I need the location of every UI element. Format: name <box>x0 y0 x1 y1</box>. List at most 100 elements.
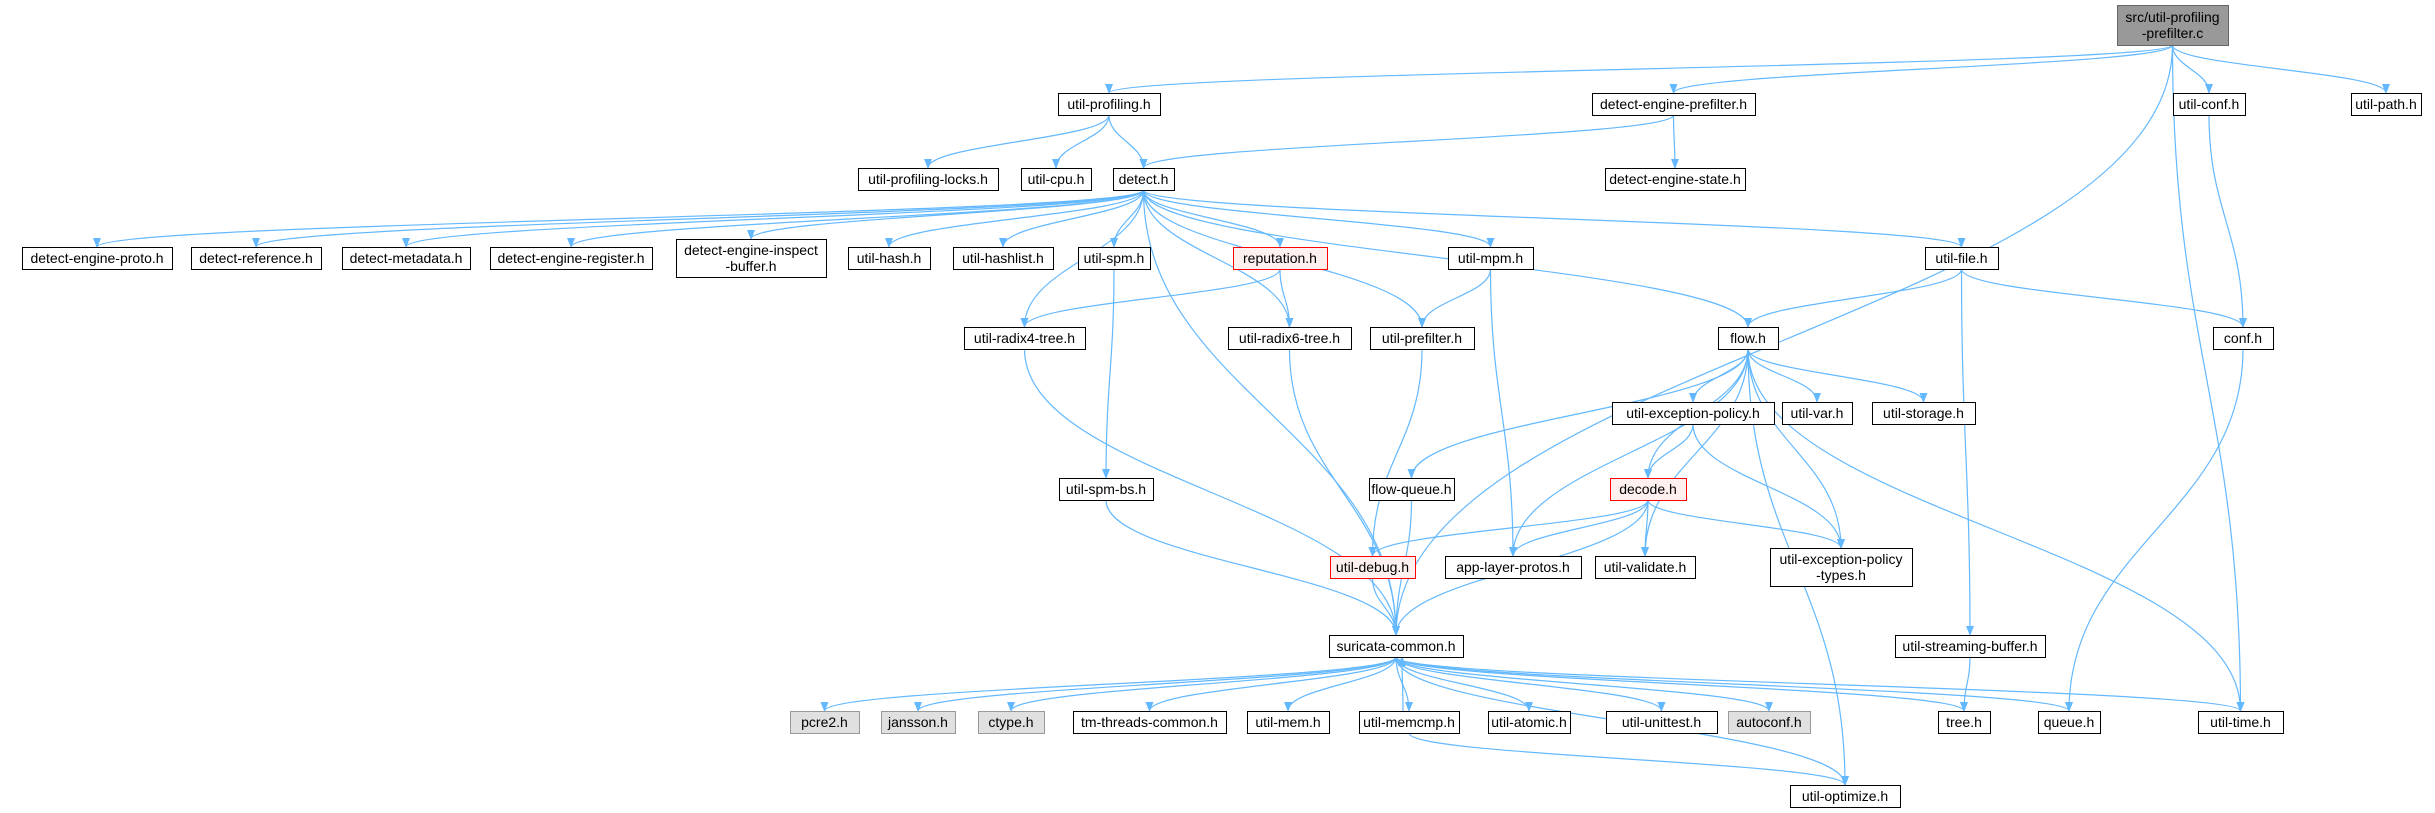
node-detect-engine-inspect-buffer[interactable]: detect-engine-inspect-buffer.h <box>676 239 827 278</box>
edge-suricata_common-to-util_time <box>1395 656 2245 712</box>
node-detect-engine-prefilter[interactable]: detect-engine-prefilter.h <box>1592 93 1756 116</box>
node-box <box>1078 247 1151 270</box>
edge-detect_engine_prefilter-to-detect <box>1139 114 1675 169</box>
node-util-validate[interactable]: util-validate.h <box>1595 556 1696 579</box>
node-label: util-mpm.h <box>1458 250 1523 266</box>
node-util-unittest[interactable]: util-unittest.h <box>1606 711 1718 734</box>
node-box <box>1059 478 1154 501</box>
node-util-streaming-buffer[interactable]: util-streaming-buffer.h <box>1895 635 2046 658</box>
node-util-radix6-tree[interactable]: util-radix6-tree.h <box>1228 327 1352 350</box>
node-detect-engine-proto[interactable]: detect-engine-proto.h <box>22 247 173 270</box>
node-util-time[interactable]: util-time.h <box>2198 711 2284 734</box>
node-util-storage[interactable]: util-storage.h <box>1872 402 1976 425</box>
node-util-memcmp[interactable]: util-memcmp.h <box>1359 711 1460 734</box>
edge-util_memcmp-to-suricata_common <box>1398 656 1407 712</box>
node-util-file[interactable]: util-file.h <box>1925 247 1999 270</box>
node-box <box>1770 548 1913 587</box>
node-util-optimize[interactable]: util-optimize.h <box>1790 785 1901 808</box>
node-jansson[interactable]: jansson.h <box>881 711 956 734</box>
node-util-var[interactable]: util-var.h <box>1782 402 1853 425</box>
node-util-cpu[interactable]: util-cpu.h <box>1021 168 1092 191</box>
edge-detect_engine_prefilter-to-detect_engine_state <box>1670 114 1679 169</box>
node-util-debug[interactable]: util-debug.h <box>1330 556 1416 579</box>
node-util-mem[interactable]: util-mem.h <box>1247 711 1330 734</box>
node-label: util-mem.h <box>1255 714 1320 730</box>
node-label: detect-engine-inspect <box>684 242 818 258</box>
node-detect-metadata[interactable]: detect-metadata.h <box>342 247 471 270</box>
node-reputation[interactable]: reputation.h <box>1233 247 1328 270</box>
node-box <box>2173 93 2246 116</box>
node-util-prefilter[interactable]: util-prefilter.h <box>1370 327 1475 350</box>
node-box <box>191 247 322 270</box>
node-tm-threads-common[interactable]: tm-threads-common.h <box>1073 711 1227 734</box>
node-box <box>1605 168 1746 191</box>
edge-util_mpm-to-util_prefilter <box>1418 268 1492 328</box>
edge-util_streaming_buffer-to-tree <box>1960 656 1971 712</box>
node-box <box>490 247 653 270</box>
node-box <box>1782 402 1853 425</box>
node-util-path[interactable]: util-path.h <box>2351 93 2422 116</box>
node-util-spm[interactable]: util-spm.h <box>1078 247 1151 270</box>
node-util-conf[interactable]: util-conf.h <box>2173 93 2246 116</box>
node-label: flow.h <box>1730 330 1766 346</box>
node-autoconf[interactable]: autoconf.h <box>1728 711 1811 734</box>
node-box <box>1488 711 1571 734</box>
node-pcre2[interactable]: pcre2.h <box>790 711 860 734</box>
node-suricata-common[interactable]: suricata-common.h <box>1329 635 1464 658</box>
node-util-exception-policy-types[interactable]: util-exception-policy-types.h <box>1770 548 1913 587</box>
node-ctype[interactable]: ctype.h <box>978 711 1045 734</box>
edge-flow-to-util_var <box>1747 348 1821 403</box>
node-box <box>1233 247 1328 270</box>
node-util-hash[interactable]: util-hash.h <box>848 247 931 270</box>
node-util-profiling-locks[interactable]: util-profiling-locks.h <box>858 168 999 191</box>
edge-decode-to-util_exception_policy_types <box>1647 499 1845 549</box>
node-label: util-radix4-tree.h <box>974 330 1075 346</box>
node-conf[interactable]: conf.h <box>2213 327 2274 350</box>
node-util-spm-bs[interactable]: util-spm-bs.h <box>1059 478 1154 501</box>
node-box <box>953 247 1054 270</box>
node-box <box>978 711 1045 734</box>
node-label: detect-engine-state.h <box>1609 171 1741 187</box>
node-queue[interactable]: queue.h <box>2038 711 2101 734</box>
node-detect-engine-register[interactable]: detect-engine-register.h <box>490 247 653 270</box>
node-box <box>22 247 173 270</box>
node-label: detect-engine-prefilter.h <box>1600 96 1747 112</box>
node-box <box>1718 327 1779 350</box>
edge-reputation-to-util_radix4_tree <box>1020 268 1281 328</box>
node-root[interactable]: src/util-profiling-prefilter.c <box>2117 5 2229 46</box>
node-label: src/util-profiling <box>2125 9 2219 25</box>
node-decode[interactable]: decode.h <box>1610 478 1687 501</box>
node-detect-engine-state[interactable]: detect-engine-state.h <box>1605 168 1746 191</box>
node-tree[interactable]: tree.h <box>1938 711 1991 734</box>
node-flow[interactable]: flow.h <box>1718 327 1779 350</box>
node-label: detect-reference.h <box>199 250 313 266</box>
edge-util_radix6_tree-to-suricata_common <box>1288 348 1400 636</box>
node-util-mpm[interactable]: util-mpm.h <box>1448 247 1534 270</box>
node-box <box>790 711 860 734</box>
node-label: util-var.h <box>1791 405 1844 421</box>
node-label: util-file.h <box>1935 250 1987 266</box>
edge-util_file-to-conf <box>1960 268 2247 328</box>
node-util-exception-policy[interactable]: util-exception-policy.h <box>1612 402 1775 425</box>
edge-util_profiling-to-detect <box>1108 114 1148 169</box>
node-util-hashlist[interactable]: util-hashlist.h <box>953 247 1054 270</box>
node-box <box>1058 93 1161 116</box>
edge-util_conf-to-conf <box>2208 114 2247 328</box>
node-util-atomic[interactable]: util-atomic.h <box>1488 711 1571 734</box>
node-label: util-debug.h <box>1336 559 1409 575</box>
edge-util_debug-to-suricata_common <box>1371 577 1400 636</box>
node-box <box>676 239 827 278</box>
node-label: detect-engine-register.h <box>497 250 644 266</box>
node-box <box>858 168 999 191</box>
node-detect[interactable]: detect.h <box>1113 168 1175 191</box>
node-flow-queue[interactable]: flow-queue.h <box>1369 478 1455 501</box>
node-box <box>1329 635 1464 658</box>
node-label: jansson.h <box>887 714 948 730</box>
node-app-layer-protos[interactable]: app-layer-protos.h <box>1445 556 1582 579</box>
node-box <box>1445 556 1582 579</box>
node-util-profiling[interactable]: util-profiling.h <box>1058 93 1161 116</box>
node-util-radix4-tree[interactable]: util-radix4-tree.h <box>964 327 1086 350</box>
node-detect-reference[interactable]: detect-reference.h <box>191 247 322 270</box>
node-box <box>1073 711 1227 734</box>
